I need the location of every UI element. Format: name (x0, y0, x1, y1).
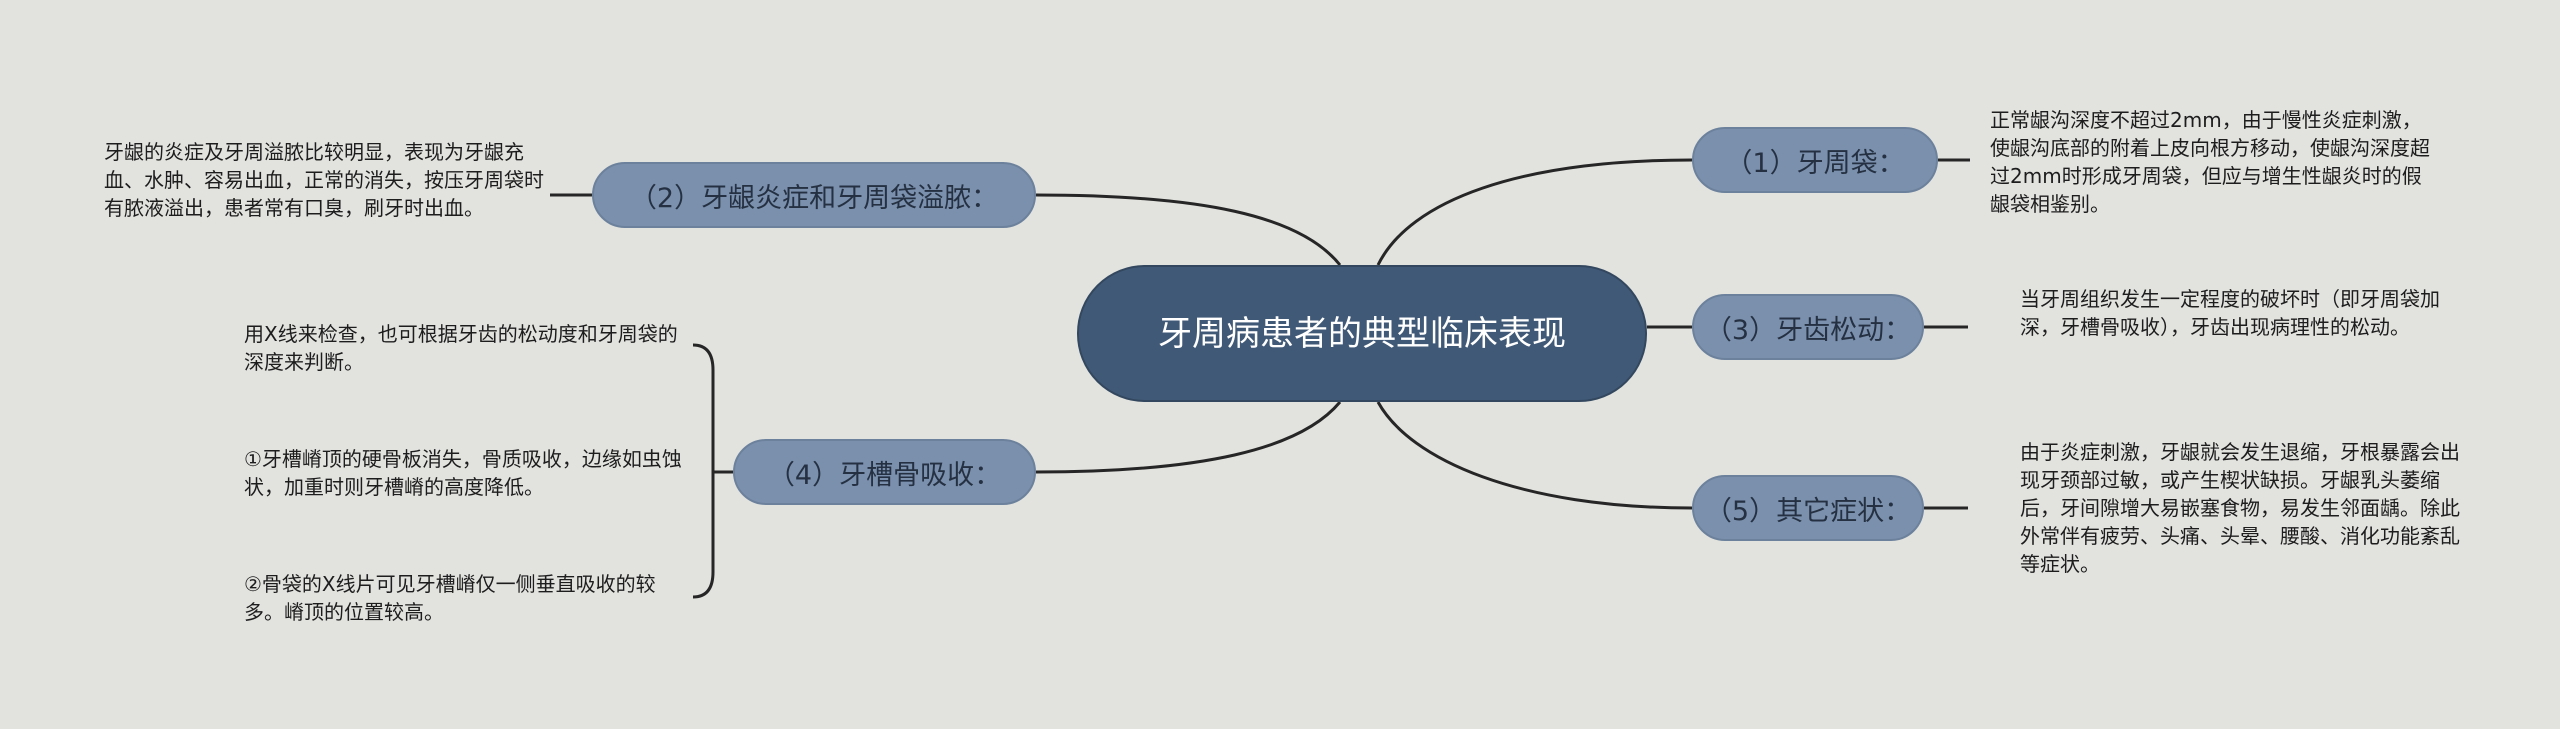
branch-alveolar-bone-resorption[interactable]: （4）牙槽骨吸收： (733, 439, 1036, 505)
central-topic[interactable]: 牙周病患者的典型临床表现 (1077, 265, 1647, 402)
note-lamina-dura-loss: ①牙槽嵴顶的硬骨板消失，骨质吸收，边缘如虫蚀状，加重时则牙槽嵴的高度降低。 (244, 447, 682, 499)
note-vertical-resorption: ②骨袋的X线片可见牙槽嵴仅一侧垂直吸收的较多。嵴顶的位置较高。 (244, 572, 656, 624)
note-xray-examination: 用X线来检查，也可根据牙齿的松动度和牙周袋的深度来判断。 (244, 322, 678, 374)
connector-central-branch-2 (1035, 193, 1342, 266)
notes-bracket (692, 343, 715, 599)
branch-gingival-inflammation[interactable]: （2）牙龈炎症和牙周袋溢脓： (592, 162, 1036, 228)
connector-central-branch-1 (1376, 158, 1693, 266)
note-tooth-mobility: 当牙周组织发生一定程度的破坏时（即牙周袋加深，牙槽骨吸收），牙齿出现病理性的松动… (2020, 287, 2440, 339)
branch-tooth-mobility[interactable]: （3）牙齿松动： (1692, 294, 1924, 360)
branch-periodontal-pocket[interactable]: （1）牙周袋： (1692, 127, 1938, 193)
connector-central-branch-4 (1035, 401, 1342, 474)
note-other-symptoms: 由于炎症刺激，牙龈就会发生退缩，牙根暴露会出现牙颈部过敏，或产生楔状缺损。牙龈乳… (2020, 440, 2460, 576)
branch-other-symptoms[interactable]: （5）其它症状： (1692, 475, 1924, 541)
connector-central-branch-5 (1376, 401, 1693, 510)
note-periodontal-pocket: 正常龈沟深度不超过2mm，由于慢性炎症刺激，使龈沟底部的附着上皮向根方移动，使龈… (1990, 108, 2430, 216)
note-gingival-inflammation: 牙龈的炎症及牙周溢脓比较明显，表现为牙龈充血、水肿、容易出血，正常的消失，按压牙… (104, 140, 544, 220)
